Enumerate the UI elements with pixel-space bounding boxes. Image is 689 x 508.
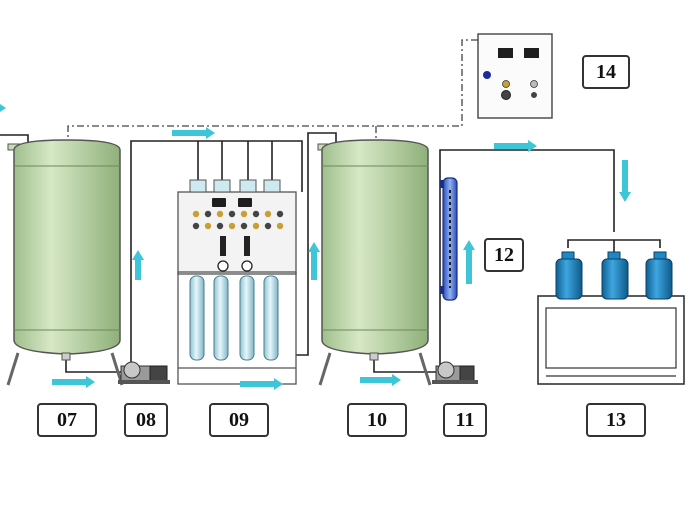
arrow-down-icon	[619, 160, 631, 202]
ro-gauges	[212, 198, 252, 207]
ro-flowmeters	[217, 236, 253, 272]
ro-indicator-lights	[192, 210, 284, 230]
label-11: 11	[443, 403, 487, 437]
label-08: 08	[124, 403, 168, 437]
storage-tank-10	[317, 139, 432, 386]
arrow-inlet-right-icon	[0, 104, 6, 112]
arrow-up-icon	[463, 240, 475, 284]
control-panel-14	[477, 33, 553, 119]
filling-station-13	[537, 251, 685, 385]
arrow-up-icon	[308, 242, 320, 280]
label-07: 07	[37, 403, 97, 437]
arrow-right-icon	[360, 374, 401, 386]
ro-unit-09	[177, 179, 297, 385]
ro-membrane-vessels	[189, 275, 279, 361]
arrow-right-icon	[494, 140, 537, 152]
label-10: 10	[347, 403, 407, 437]
label-13: 13	[586, 403, 646, 437]
flow-arrows	[0, 104, 631, 390]
label-12: 12	[484, 238, 524, 272]
label-14: 14	[582, 55, 630, 89]
uv-sterilizer-12	[440, 177, 458, 301]
water-bottles	[555, 251, 673, 300]
arrow-right-icon	[52, 376, 95, 388]
label-09: 09	[209, 403, 269, 437]
pump-11	[432, 361, 478, 384]
arrow-right-icon	[240, 378, 283, 390]
pump-08	[118, 361, 170, 384]
arrow-right-icon	[172, 127, 215, 139]
ro-top-caps	[189, 179, 281, 193]
arrow-up-icon	[132, 250, 144, 280]
storage-tank-07	[6, 139, 124, 386]
control-signal-line	[67, 39, 478, 138]
